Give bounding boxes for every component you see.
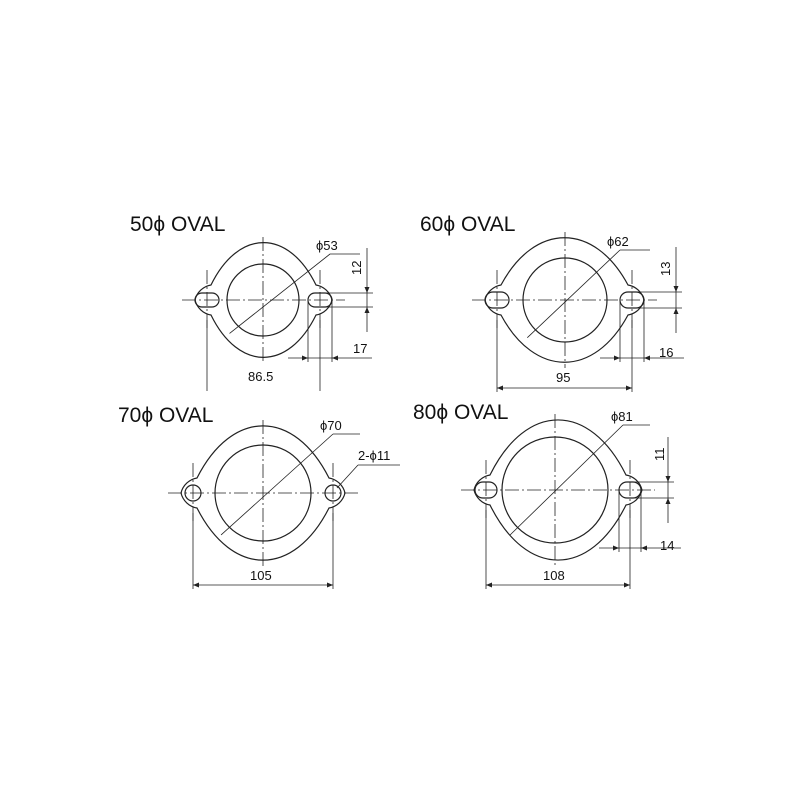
pitch-arrow [624, 582, 630, 588]
slot-length-label-80: 14 [660, 538, 674, 553]
pitch-arrow [486, 582, 492, 588]
slot-width-arrow [673, 308, 679, 314]
bore-label-50: ϕ53 [316, 238, 338, 253]
title-70-oval: 70ϕ OVAL [118, 404, 213, 427]
holes-label-70: 2-ϕ11 [358, 448, 390, 463]
title-80-oval: 80ϕ OVAL [413, 401, 508, 424]
slot-length-arrow [614, 355, 620, 361]
slot-width-arrow [665, 498, 671, 504]
bore-label-60: ϕ62 [607, 234, 629, 249]
slot-length-label-50: 17 [353, 341, 367, 356]
pitch-arrow [327, 582, 333, 588]
pitch-label-60: 95 [556, 370, 570, 385]
slot-width-label-60: 13 [658, 262, 673, 276]
slot-width-arrow [364, 307, 370, 313]
slot-length-arrow [641, 545, 647, 551]
bore-leader [527, 249, 621, 338]
slot-length-arrow [644, 355, 650, 361]
pitch-arrow [497, 385, 503, 391]
slot-width-arrow [665, 476, 671, 482]
bore-leader [220, 433, 334, 536]
slot-length-arrow [613, 545, 619, 551]
pitch-arrow [626, 385, 632, 391]
holes-leader [336, 464, 359, 489]
pitch-label-70: 105 [250, 568, 272, 583]
bore-label-70: ϕ70 [320, 418, 342, 433]
slot-length-arrow [332, 355, 338, 361]
bore-leader [229, 253, 331, 334]
pitch-arrow [193, 582, 199, 588]
slot-length-label-60: 16 [659, 345, 673, 360]
title-50-oval: 50ϕ OVAL [130, 213, 225, 236]
slot-width-label-80: 11 [652, 448, 667, 462]
title-60-oval: 60ϕ OVAL [420, 213, 515, 236]
bore-label-80: ϕ81 [611, 409, 633, 424]
bore-leader [509, 424, 624, 536]
pitch-label-80: 108 [543, 568, 565, 583]
pitch-label-50: 86.5 [248, 369, 273, 384]
slot-width-arrow [673, 286, 679, 292]
slot-width-label-50: 12 [349, 261, 364, 275]
slot-width-arrow [364, 287, 370, 293]
slot-length-arrow [302, 355, 308, 361]
